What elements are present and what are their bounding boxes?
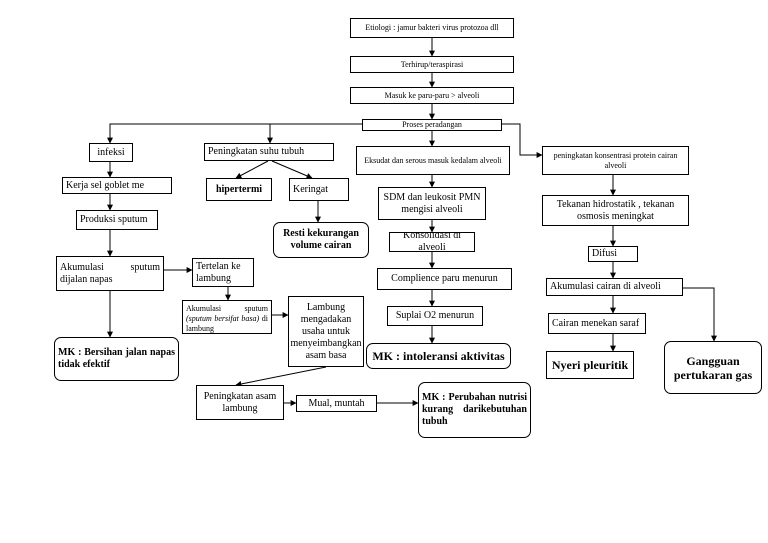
node-akumulasi-cairan: Akumulasi cairan di alveoli — [546, 278, 683, 296]
node-peningkatan-asam: Peningkatan asam lambung — [196, 385, 284, 420]
node-cairan-saraf: Cairan menekan saraf — [548, 313, 646, 334]
akumulasi-lambung-end: di lambung — [186, 314, 269, 333]
node-produksi-sputum: Produksi sputum — [76, 210, 158, 230]
line-akumulasi-gangguan — [683, 287, 717, 342]
node-eksudat: Eksudat dan serous masuk kedalam alveoli — [356, 146, 510, 175]
line-proses-infeksi — [107, 123, 362, 144]
node-hipertermi: hipertermi — [206, 178, 272, 201]
node-suplai: Suplai O2 menurun — [387, 306, 483, 326]
node-mual: Mual, muntah — [296, 395, 377, 412]
node-nyeri: Nyeri pleuritik — [546, 351, 634, 379]
node-mk-intoleransi: MK : intoleransi aktivitas — [366, 343, 511, 369]
node-resti: Resti kekurangan volume cairan — [273, 222, 369, 258]
node-complience: Complience paru menurun — [377, 268, 512, 290]
node-kerja-sel: Kerja sel goblet me — [62, 177, 172, 194]
node-keringat: Keringat — [289, 178, 349, 201]
node-konsolidasi: Konsolidasi di alveoli — [389, 232, 475, 252]
node-peningkatan-suhu: Peningkatan suhu tubuh — [204, 143, 334, 161]
node-mk-jalan-napas: MK : Bersihan jalan napas tidak efektif — [54, 337, 179, 381]
line-proses-protein — [502, 123, 543, 158]
node-protein: peningkatan konsentrasi protein cairan a… — [542, 146, 689, 175]
node-proses: Proses peradangan — [362, 119, 502, 131]
arrow-suhu-hipertermi — [235, 160, 269, 179]
node-masuk-paru: Masuk ke paru-paru > alveoli — [350, 87, 514, 104]
node-lambung-mengadakan: Lambung mengadakan usaha untuk menyeimba… — [288, 296, 364, 367]
node-etiologi: Etiologi : jamur bakteri virus protozoa … — [350, 18, 514, 38]
node-akumulasi-sputum: Akumulasi sputum dijalan napas — [56, 256, 164, 291]
node-difusi: Difusi — [588, 246, 638, 262]
akumulasi-lambung-text: Akumulasi sputum — [186, 304, 268, 313]
node-mk-nutrisi: MK : Perubahan nutrisi kurang darikebutu… — [418, 382, 531, 438]
node-infeksi: infeksi — [89, 143, 133, 162]
node-sdm: SDM dan leukosit PMN mengisi alveoli — [378, 187, 486, 220]
node-tertelan: Tertelan ke lambung — [192, 258, 254, 287]
node-gangguan: Gangguan pertukaran gas — [664, 341, 762, 394]
node-terhirup: Terhirup/teraspirasi — [350, 56, 514, 73]
arrow-suhu-keringat — [271, 160, 313, 179]
arrow-lambung-asam — [235, 366, 327, 387]
akumulasi-lambung-italic: (sputum bersifat basa) — [186, 314, 260, 323]
node-tekanan: Tekanan hidrostatik , tekanan osmosis me… — [542, 195, 689, 226]
node-akumulasi-lambung: Akumulasi sputum (sputum bersifat basa) … — [182, 300, 272, 334]
